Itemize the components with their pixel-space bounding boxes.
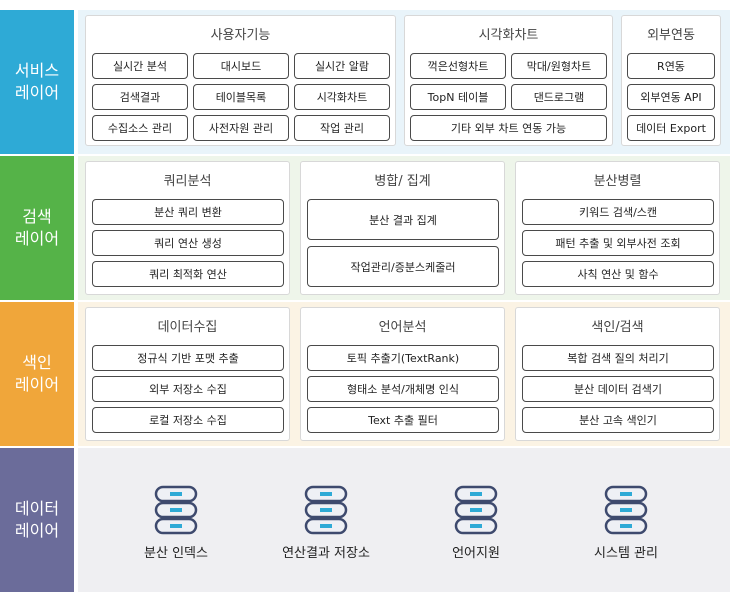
panel-title: 외부연동 bbox=[647, 28, 695, 43]
db-system-management: 시스템 관리 bbox=[546, 484, 706, 561]
database-icon bbox=[604, 485, 648, 535]
box-external-storage: 외부 저장소 수집 bbox=[92, 376, 284, 402]
db-label: 언어지원 bbox=[452, 546, 500, 561]
panel-title: 분산병렬 bbox=[593, 174, 642, 189]
panel-title: 쿼리분석 bbox=[163, 174, 212, 189]
panel-title: 병합/ 집계 bbox=[374, 174, 431, 189]
box-distributed-searcher: 분산 데이터 검색기 bbox=[522, 376, 714, 402]
box-job-management: 작업 관리 bbox=[294, 115, 390, 141]
box-external-api: 외부연동 API bbox=[627, 84, 715, 110]
panel-language-analysis: 언어분석 토픽 추출기(TextRank) 형태소 분석/개체명 인식 Text… bbox=[300, 307, 505, 441]
database-icon bbox=[154, 485, 198, 535]
box-bar-pie-chart: 막대/원형차트 bbox=[511, 53, 607, 79]
box-fast-indexer: 분산 고속 색인기 bbox=[522, 407, 714, 433]
box-realtime-alarm: 실시간 알람 bbox=[294, 53, 390, 79]
box-source-management: 수집소스 관리 bbox=[92, 115, 188, 141]
box-realtime-analysis: 실시간 분석 bbox=[92, 53, 188, 79]
panel-index-search: 색인/검색 복합 검색 질의 처리기 분산 데이터 검색기 분산 고속 색인기 bbox=[515, 307, 720, 441]
panel-user-functions: 사용자기능 실시간 분석 대시보드 실시간 알람 검색결과 테이블목록 시각화차… bbox=[85, 15, 396, 146]
box-text-filter: Text 추출 필터 bbox=[307, 407, 499, 433]
panel-distributed-parallel: 분산병렬 키워드 검색/스캔 패턴 추출 및 외부사전 조회 사칙 연산 및 함… bbox=[515, 161, 720, 295]
box-data-export: 데이터 Export bbox=[627, 115, 715, 141]
panel-query-analysis: 쿼리분석 분산 쿼리 변환 쿼리 연산 생성 쿼리 최적화 연산 bbox=[85, 161, 290, 295]
box-dictionary-management: 사전자원 관리 bbox=[193, 115, 289, 141]
panel-title: 색인/검색 bbox=[591, 320, 644, 335]
panel-visual-charts: 시각화차트 꺽은선형차트 막대/원형차트 TopN 테이블 댄드로그램 기타 외… bbox=[404, 15, 613, 146]
box-external-chart: 기타 외부 차트 연동 가능 bbox=[410, 115, 607, 141]
database-icon bbox=[454, 485, 498, 535]
box-query-operation: 쿼리 연산 생성 bbox=[92, 230, 284, 256]
db-label: 분산 인덱스 bbox=[144, 546, 208, 561]
panel-title: 언어분석 bbox=[378, 320, 427, 335]
box-line-chart: 꺽은선형차트 bbox=[410, 53, 506, 79]
db-language-support: 언어지원 bbox=[396, 484, 556, 561]
box-r-integration: R연동 bbox=[627, 53, 715, 79]
box-query-optimization: 쿼리 최적화 연산 bbox=[92, 261, 284, 287]
db-distributed-index: 분산 인덱스 bbox=[96, 484, 256, 561]
database-icon bbox=[304, 485, 348, 535]
db-label: 시스템 관리 bbox=[594, 546, 658, 561]
layer-label-index: 색인 레이어 bbox=[0, 302, 74, 446]
box-distributed-aggregate: 분산 결과 집계 bbox=[307, 199, 499, 240]
box-distributed-query: 분산 쿼리 변환 bbox=[92, 199, 284, 225]
panel-external-integration: 외부연동 R연동 외부연동 API 데이터 Export bbox=[621, 15, 721, 146]
box-arithmetic: 사칙 연산 및 함수 bbox=[522, 261, 714, 287]
box-complex-query: 복합 검색 질의 처리기 bbox=[522, 345, 714, 371]
box-pattern-extract: 패턴 추출 및 외부사전 조회 bbox=[522, 230, 714, 256]
db-result-storage: 연산결과 저장소 bbox=[246, 484, 406, 561]
layer-label-search: 검색 레이어 bbox=[0, 156, 74, 300]
box-topn-table: TopN 테이블 bbox=[410, 84, 506, 110]
box-dashboard: 대시보드 bbox=[193, 53, 289, 79]
db-label: 연산결과 저장소 bbox=[282, 546, 370, 561]
panel-title: 시각화차트 bbox=[478, 28, 539, 43]
box-regex-extract: 정규식 기반 포맷 추출 bbox=[92, 345, 284, 371]
box-morpheme-analysis: 형태소 분석/개체명 인식 bbox=[307, 376, 499, 402]
box-dendrogram: 댄드로그램 bbox=[511, 84, 607, 110]
panel-data-collection: 데이터수집 정규식 기반 포맷 추출 외부 저장소 수집 로컬 저장소 수집 bbox=[85, 307, 290, 441]
layer-label-service: 서비스 레이어 bbox=[0, 10, 74, 154]
layer-label-data: 데이터 레이어 bbox=[0, 448, 74, 592]
box-keyword-search: 키워드 검색/스캔 bbox=[522, 199, 714, 225]
box-job-scheduler: 작업관리/증분스케줄러 bbox=[307, 246, 499, 287]
box-visual-chart: 시각화차트 bbox=[294, 84, 390, 110]
box-search-results: 검색결과 bbox=[92, 84, 188, 110]
box-topic-extractor: 토픽 추출기(TextRank) bbox=[307, 345, 499, 371]
box-local-storage: 로컬 저장소 수집 bbox=[92, 407, 284, 433]
panel-merge-aggregate: 병합/ 집계 분산 결과 집계 작업관리/증분스케줄러 bbox=[300, 161, 505, 295]
box-table-list: 테이블목록 bbox=[193, 84, 289, 110]
panel-title: 데이터수집 bbox=[157, 320, 218, 335]
panel-title: 사용자기능 bbox=[210, 28, 271, 43]
